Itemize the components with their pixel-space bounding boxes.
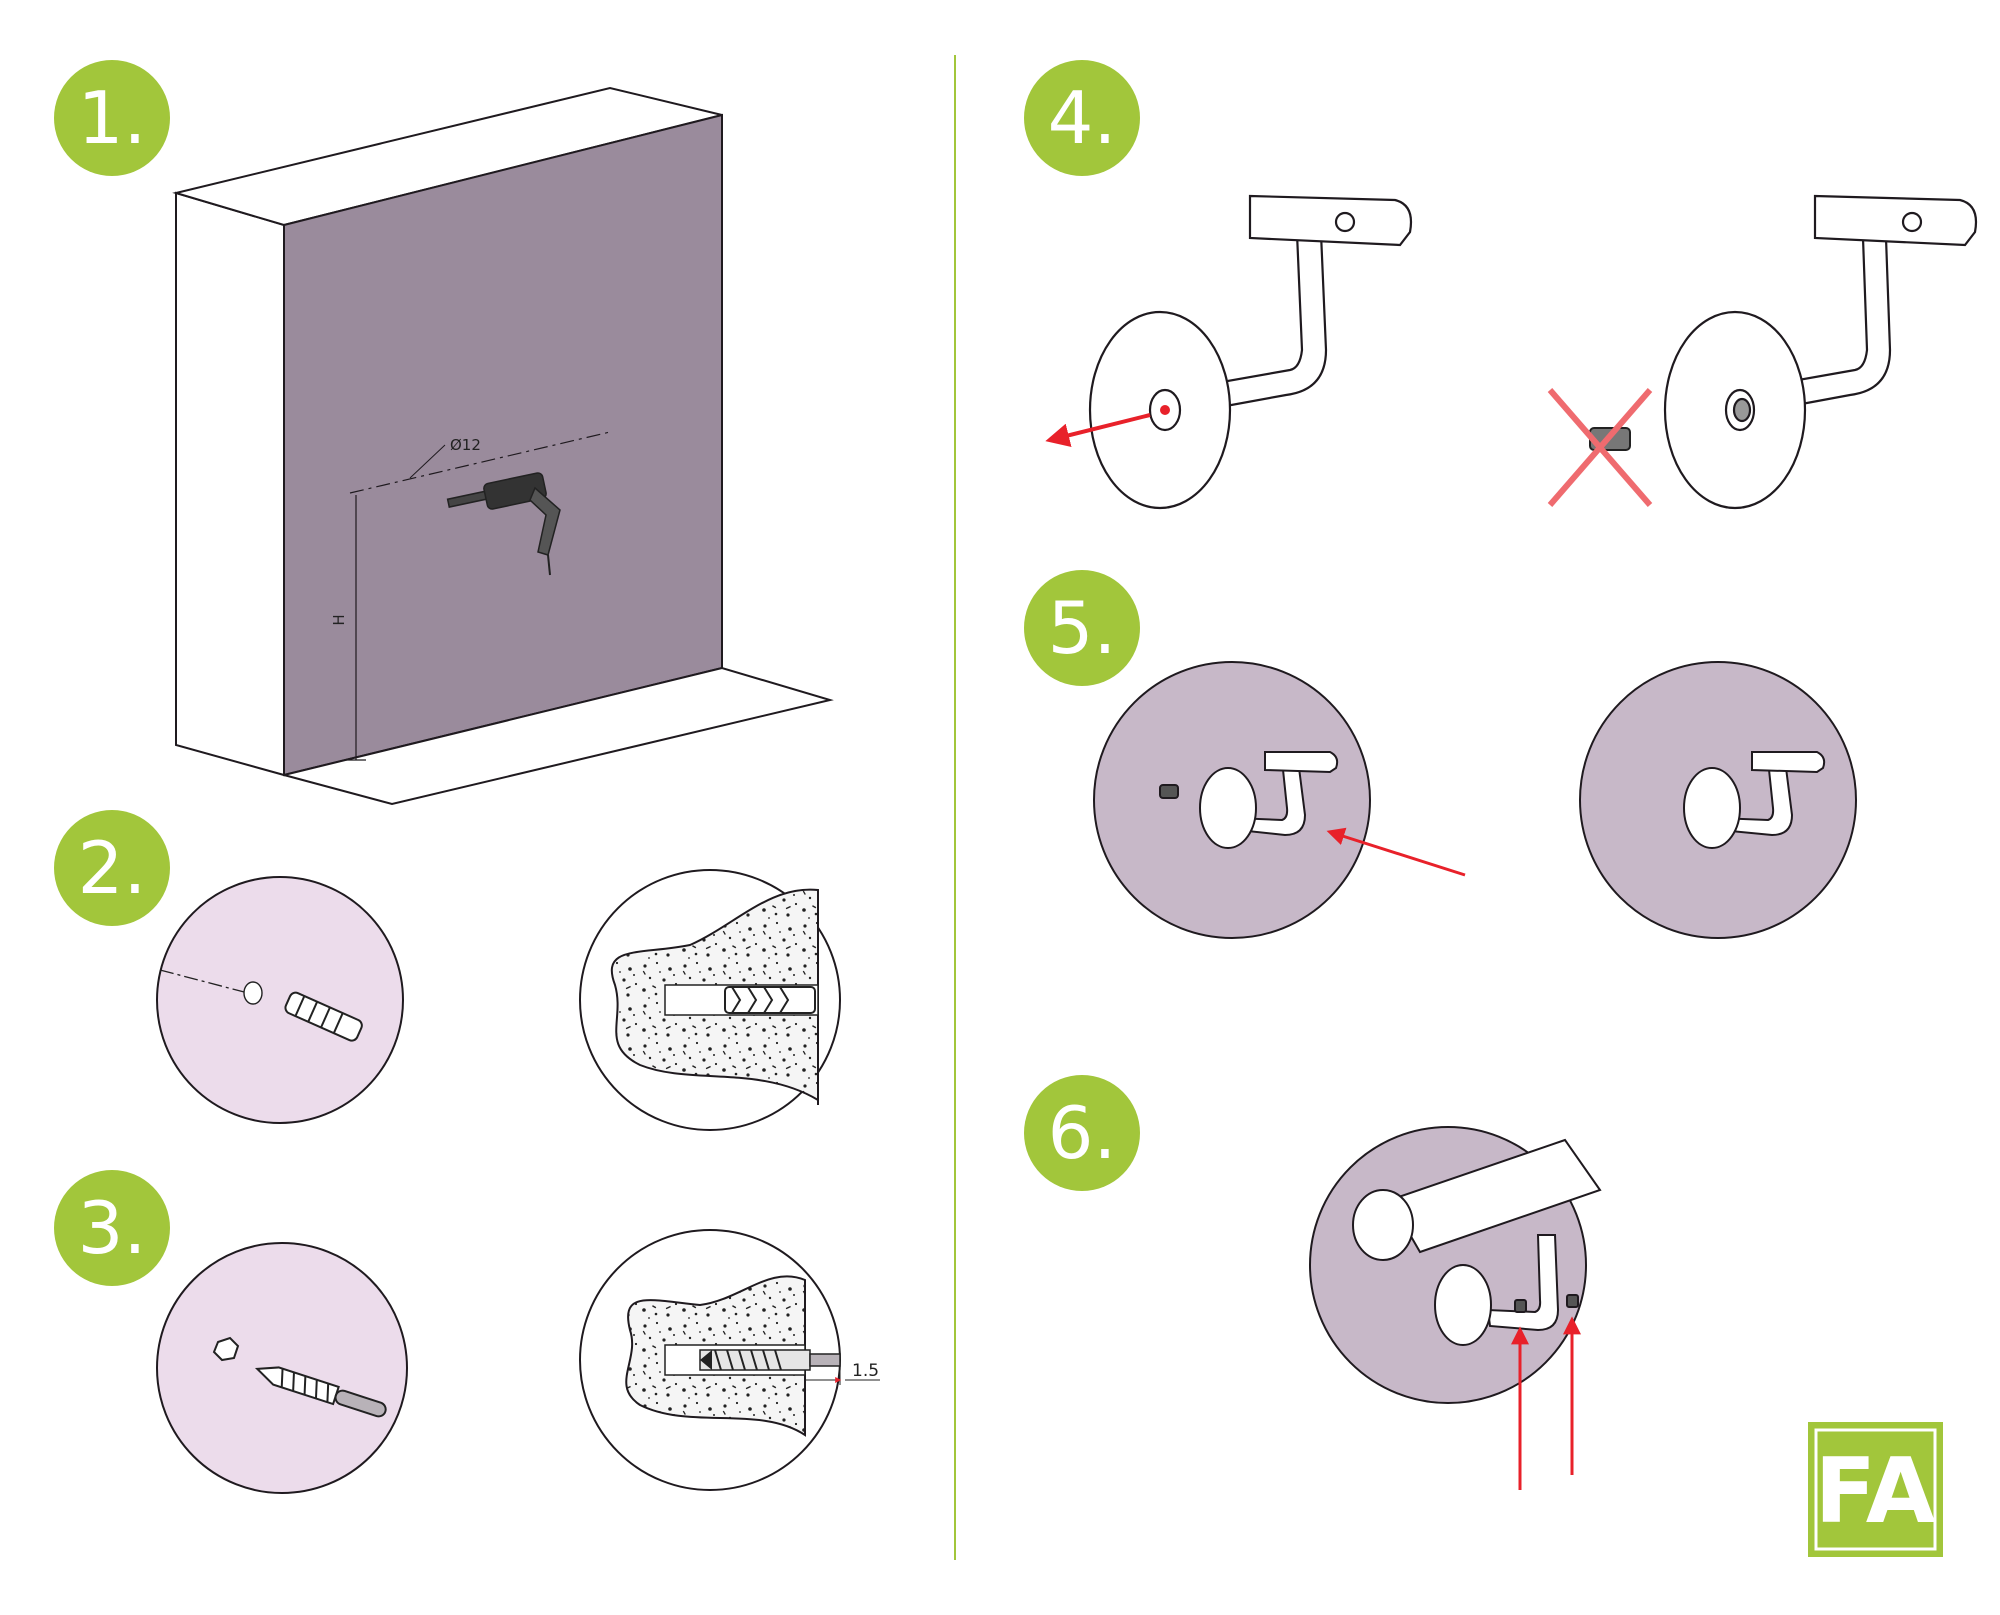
handrail-bracket-with-screw (1045, 194, 1413, 510)
step-1-number: 1. (78, 76, 147, 160)
step-3-badge: 3. (54, 1170, 170, 1286)
step-5-badge: 5. (1024, 570, 1140, 686)
step-2-section-view (579, 869, 841, 1131)
step-6-badge: 6. (1024, 1075, 1140, 1191)
depth-label: 1.5 (852, 1361, 879, 1381)
step-3-wall-closeup (156, 1242, 408, 1494)
diameter-label: Ø12 (450, 436, 481, 454)
hex-nut-icon (212, 1336, 240, 1362)
inserted-plug-icon (724, 986, 816, 1014)
hanger-bolt-icon (254, 1366, 387, 1418)
drill-icon (446, 472, 561, 576)
screw-crossed-out-icon (1547, 388, 1653, 507)
logo-text: FA (1815, 1439, 1936, 1544)
step-1-badge: 1. (54, 60, 170, 176)
step-3-section-view (579, 1229, 880, 1491)
inserted-bolt-icon (699, 1349, 841, 1371)
step-3-number: 3. (78, 1186, 147, 1270)
wall-plug-icon (284, 991, 363, 1042)
step-4-badge: 4. (1024, 60, 1140, 176)
handrail-bracket-no-screw (1663, 194, 1978, 510)
step-5-number: 5. (1048, 586, 1117, 670)
step-5-before-mount (1093, 661, 1466, 939)
step-5-after-mount (1579, 661, 1857, 939)
step-6-number: 6. (1048, 1091, 1117, 1175)
fa-logo-icon: FA (1808, 1422, 1943, 1557)
step-2-wall-closeup (156, 876, 404, 1124)
step-6-rail-mount (1309, 1126, 1602, 1490)
step-2-badge: 2. (54, 810, 170, 926)
height-label: H (330, 614, 348, 625)
step-1-wall-illustration (172, 86, 834, 806)
step-2-number: 2. (78, 826, 147, 910)
step-4-number: 4. (1048, 76, 1117, 160)
